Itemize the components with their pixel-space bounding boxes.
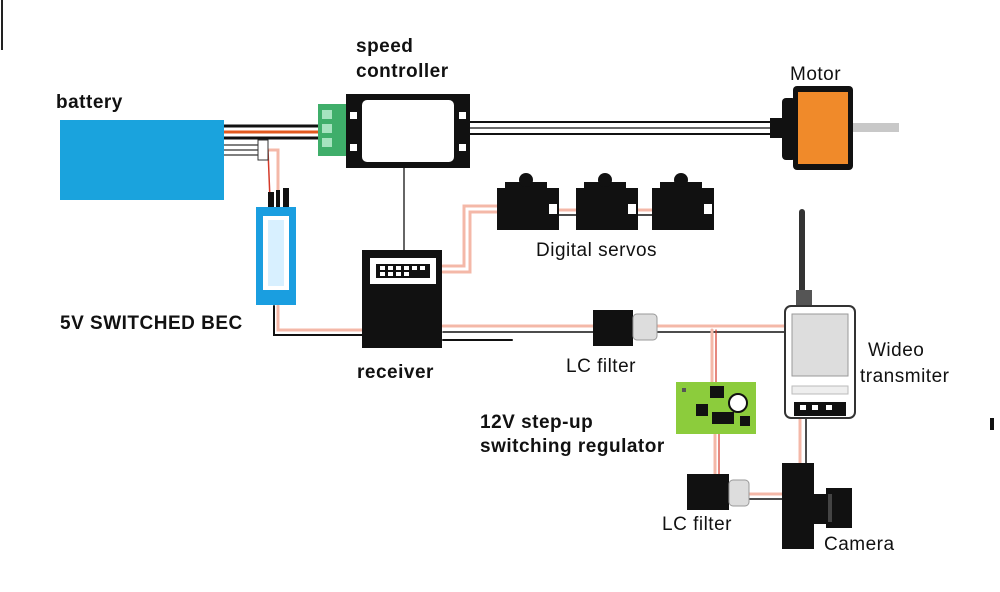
servo-2 bbox=[576, 173, 638, 230]
speed-controller-label-1: speed bbox=[356, 36, 413, 57]
motor-label: Motor bbox=[790, 64, 841, 85]
bec-label: 5V SWITCHED BEC bbox=[60, 313, 243, 334]
wires bbox=[222, 121, 807, 500]
balance-connector bbox=[257, 139, 269, 161]
edge-mark bbox=[990, 418, 994, 430]
video-transmitter bbox=[784, 290, 856, 419]
step-up-regulator bbox=[676, 382, 756, 434]
video-tx-label-1: Wideo bbox=[868, 340, 924, 361]
camera-label: Camera bbox=[824, 534, 895, 555]
receiver-unit bbox=[362, 250, 442, 348]
battery-label: battery bbox=[56, 92, 123, 113]
bec-module bbox=[256, 188, 296, 305]
lc-filter-top bbox=[593, 310, 658, 346]
lc-filter-bottom bbox=[687, 474, 750, 510]
camera bbox=[782, 463, 852, 549]
battery-pack bbox=[60, 120, 224, 200]
receiver-label: receiver bbox=[357, 362, 434, 383]
motor bbox=[770, 86, 899, 170]
lc-filter-top-label: LC filter bbox=[566, 356, 636, 377]
servo-1 bbox=[497, 173, 559, 230]
speed-controller-label-2: controller bbox=[356, 61, 449, 82]
regulator-label-1: 12V step-up bbox=[480, 412, 593, 433]
regulator-label-2: switching regulator bbox=[480, 436, 665, 457]
video-tx-label-2: transmiter bbox=[860, 366, 950, 387]
digital-servos bbox=[497, 173, 714, 230]
speed-controller bbox=[318, 94, 470, 168]
lc-filter-bottom-label: LC filter bbox=[662, 514, 732, 535]
digital-servos-label: Digital servos bbox=[536, 240, 657, 261]
servo-3 bbox=[652, 173, 714, 230]
